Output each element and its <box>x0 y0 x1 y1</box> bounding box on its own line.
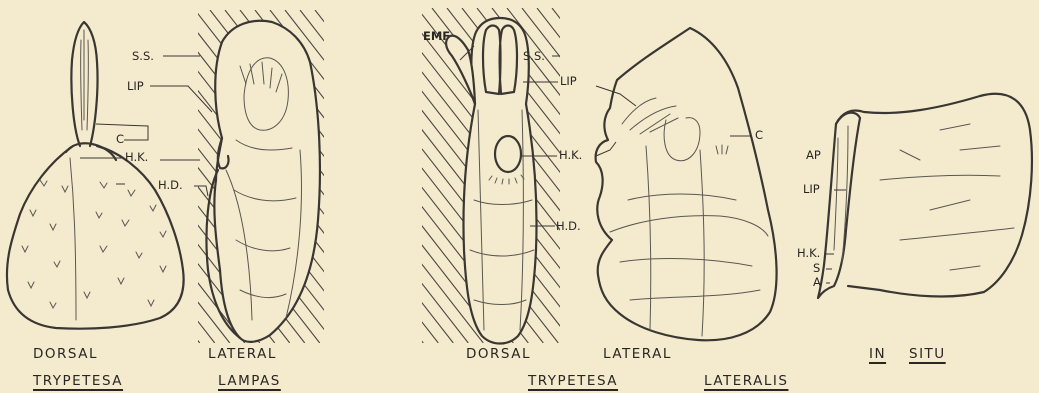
lateralis-in-situ-drawing <box>818 94 1032 298</box>
label-emf: EMF <box>423 31 450 43</box>
lateralis-lateral-drawing <box>596 28 777 340</box>
label-ss-lampas: S.S. <box>132 51 154 63</box>
species-epithet-lateralis: LATERALIS <box>704 375 788 389</box>
species-genus-lateralis: TRYPETESA <box>528 375 618 389</box>
lampas-dorsal-drawing <box>7 22 184 329</box>
hatch-line <box>0 10 140 343</box>
caption-in: IN <box>869 348 886 362</box>
species-epithet-lampas: LAMPAS <box>218 375 281 389</box>
hatch-line <box>0 10 185 343</box>
hatch-line <box>567 8 828 343</box>
species-genus-lampas: TRYPETESA <box>33 375 123 389</box>
label-ss-lateralis: S.S. <box>523 51 545 63</box>
lampas-lateral-drawing <box>206 21 319 342</box>
caption-dorsal-lateralis: DORSAL <box>466 348 531 362</box>
label-hd-lampas: H.D. <box>158 180 183 192</box>
label-ap: AP <box>806 150 821 162</box>
label-hk-lateralis: H.K. <box>559 150 582 162</box>
hatch-line <box>507 8 768 343</box>
label-hk-lampas: H.K. <box>125 152 148 164</box>
hatch-line <box>0 10 245 343</box>
label-hd-lateralis: H.D. <box>556 221 581 233</box>
lateralis-dorsal-drawing <box>446 18 536 344</box>
label-c-lateralis: C <box>755 130 763 142</box>
hatch-line <box>0 10 200 343</box>
caption-lateral-lateralis: LATERAL <box>603 348 672 362</box>
label-a: A <box>813 277 821 289</box>
label-lip-lateralis: LIP <box>560 76 577 88</box>
label-c-lampas: C <box>116 134 124 146</box>
hatch-line <box>537 8 798 343</box>
label-lip-lampas: LIP <box>127 81 144 93</box>
hatch-line <box>0 10 125 343</box>
hatch-line <box>552 8 813 343</box>
caption-situ: SITU <box>909 348 946 362</box>
caption-lateral-lampas: LATERAL <box>208 348 277 362</box>
label-s: S <box>813 263 820 275</box>
label-lip-in-situ: LIP <box>803 184 820 196</box>
caption-dorsal-lampas: DORSAL <box>33 348 98 362</box>
label-hk-in-situ: H.K. <box>797 248 820 260</box>
hatch-line <box>0 10 230 343</box>
